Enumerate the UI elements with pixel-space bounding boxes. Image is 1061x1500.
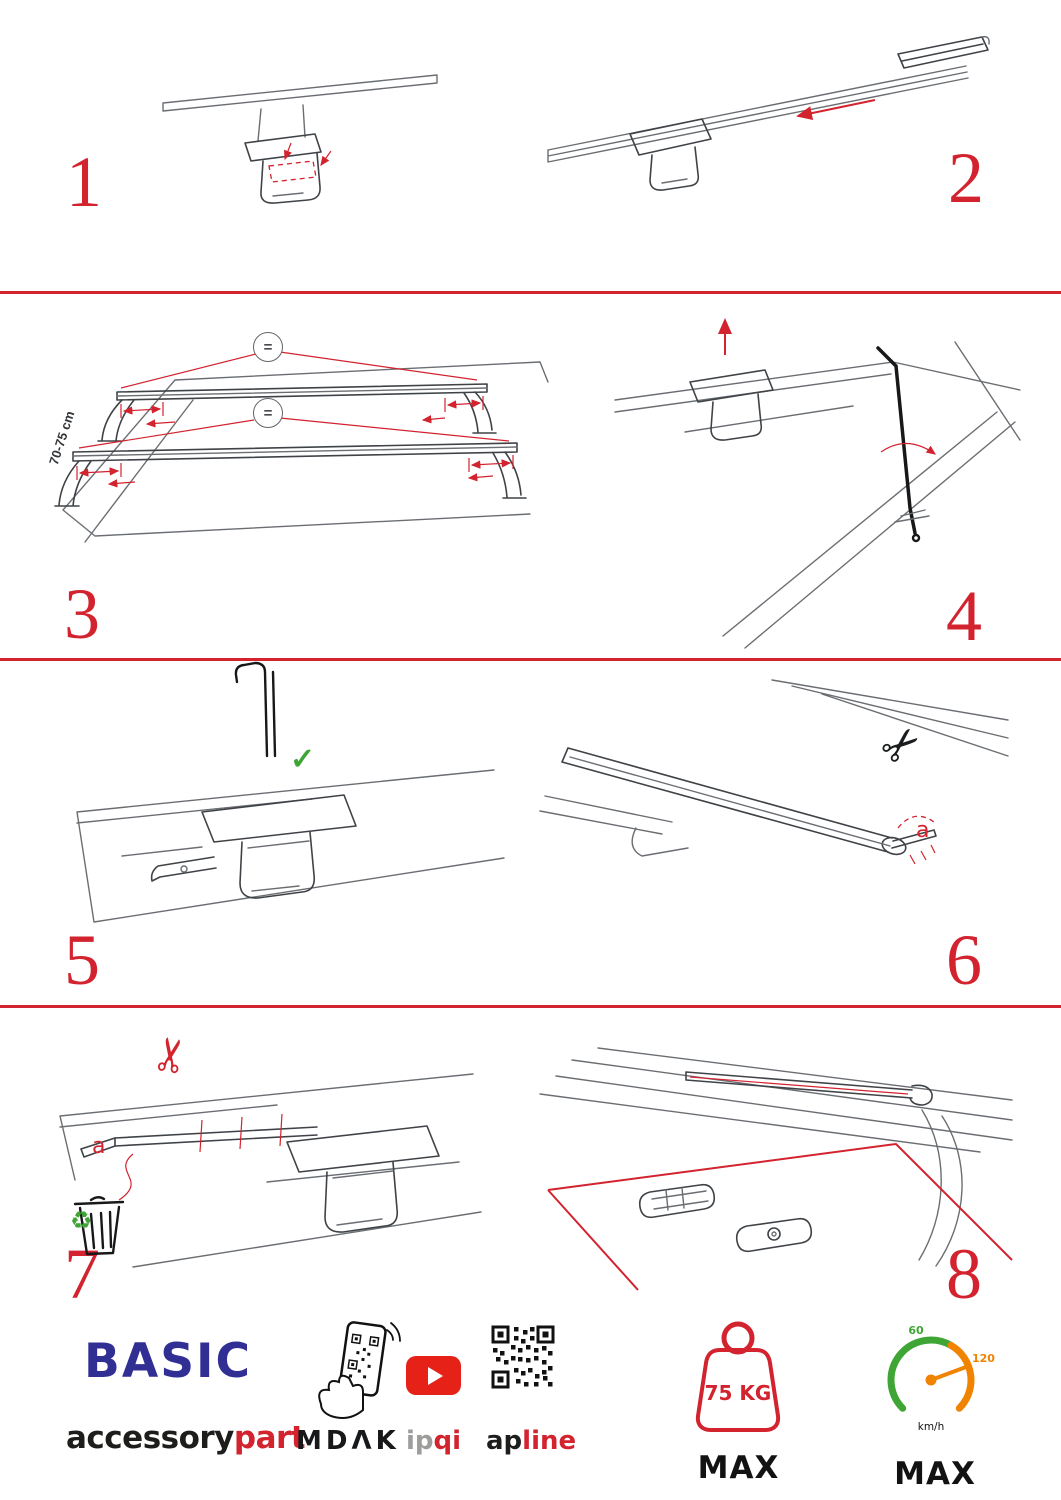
speed-high-label: 120 <box>972 1352 995 1365</box>
figure-step-5 <box>76 661 505 923</box>
roof-edge-drawing <box>59 1073 482 1268</box>
locking-pin-drawing <box>234 661 277 758</box>
roof-edge-drawing <box>614 341 1021 649</box>
cut-piece-label: a <box>92 1134 106 1159</box>
section-divider-2 <box>0 658 1061 661</box>
figure-step-3 <box>54 351 549 543</box>
front-bar-drawing <box>54 442 527 507</box>
bar-drawing <box>685 1071 933 1106</box>
speed-max-label: MAX <box>894 1456 976 1492</box>
section-divider-1 <box>0 291 1061 294</box>
figure-step-8 <box>539 1047 1013 1291</box>
brand-accessory-text: accessory <box>66 1420 234 1456</box>
step-3-number: 3 <box>64 574 100 654</box>
brand-part-text: part <box>233 1420 306 1456</box>
clamp-drawing <box>244 133 322 204</box>
weight-value: 75 KG <box>705 1381 772 1405</box>
allen-key-icon <box>876 346 930 543</box>
figure-step-7 <box>59 1073 482 1268</box>
roof-planks-drawing <box>539 679 1009 835</box>
step-4-number: 4 <box>946 576 982 656</box>
apline-red-text: line <box>522 1426 577 1456</box>
speed-low-label: 60 <box>908 1324 924 1337</box>
step-8-number: 8 <box>946 1234 982 1314</box>
speed-unit-label: km/h <box>918 1421 945 1433</box>
roof-edge-drawing <box>76 769 505 923</box>
scissors-icon: ✂ <box>141 1031 202 1079</box>
slide-arrow <box>796 99 876 121</box>
speedometer-icon: 60 120 km/h <box>887 1324 995 1433</box>
recycle-icon: ♻ <box>70 1206 93 1235</box>
figure-step-1 <box>162 74 438 204</box>
figure-step-6 <box>539 679 1009 865</box>
youtube-icon <box>406 1356 461 1395</box>
adapter-drawing-2 <box>735 1217 813 1253</box>
adapter-drawing-1 <box>638 1183 716 1219</box>
ipqi-red-text: qi <box>433 1426 462 1456</box>
ipqi-gray-text: ip <box>406 1426 434 1456</box>
foot-clamp-drawing <box>629 118 712 191</box>
weight-icon: 75 KG <box>695 1321 781 1432</box>
section-divider-3 <box>0 1005 1061 1008</box>
equal-badge-rear: = <box>253 332 283 362</box>
step-2-number: 2 <box>948 138 984 218</box>
bar-channel-drawing <box>561 747 937 857</box>
apline-black-text: ap <box>486 1426 523 1456</box>
cut-marks <box>118 1113 283 1201</box>
ipqi-logo: ipqi <box>406 1426 461 1456</box>
cross-bar-drawing <box>547 35 990 163</box>
rotate-arrow <box>880 442 936 455</box>
brand-basic-logo: BASIC <box>84 1334 253 1389</box>
apline-logo: apline <box>486 1426 576 1456</box>
roof-planks-drawing <box>539 1047 1013 1267</box>
trash-bin-icon <box>73 1196 125 1256</box>
rubber-strip-drawing <box>80 1126 318 1158</box>
clamp-drawing <box>286 1125 440 1233</box>
clamp-drawing <box>150 794 357 899</box>
rubber-pad-highlight <box>268 142 332 183</box>
brand-accessorypart-logo: accessorypart <box>66 1420 306 1456</box>
weight-max-label: MAX <box>697 1450 780 1486</box>
dimension-arrows <box>76 396 514 488</box>
check-icon: ✓ <box>290 743 316 776</box>
phone-qr-icon <box>318 1321 401 1419</box>
step-6-number: 6 <box>946 920 982 1000</box>
figure-step-2 <box>547 35 990 191</box>
figure-step-4 <box>614 318 1021 649</box>
clamp-drawing <box>689 369 774 441</box>
car-roof-drawing <box>62 361 549 543</box>
roof-rail-drawing <box>162 74 438 142</box>
play-triangle-icon <box>428 1366 443 1385</box>
equal-badge-front: = <box>253 398 283 428</box>
cut-marks <box>897 815 936 865</box>
qr-code-icon <box>490 1324 556 1390</box>
step-7-number: 7 <box>64 1234 100 1314</box>
equal-distance-lines <box>78 351 510 449</box>
step-1-number: 1 <box>66 142 102 222</box>
cut-piece-label: a <box>916 818 930 843</box>
rear-bar-drawing <box>97 383 497 442</box>
mdak-logo: MDΛK <box>296 1426 400 1456</box>
highlight-outline <box>547 1142 1013 1291</box>
step-5-number: 5 <box>64 920 100 1000</box>
